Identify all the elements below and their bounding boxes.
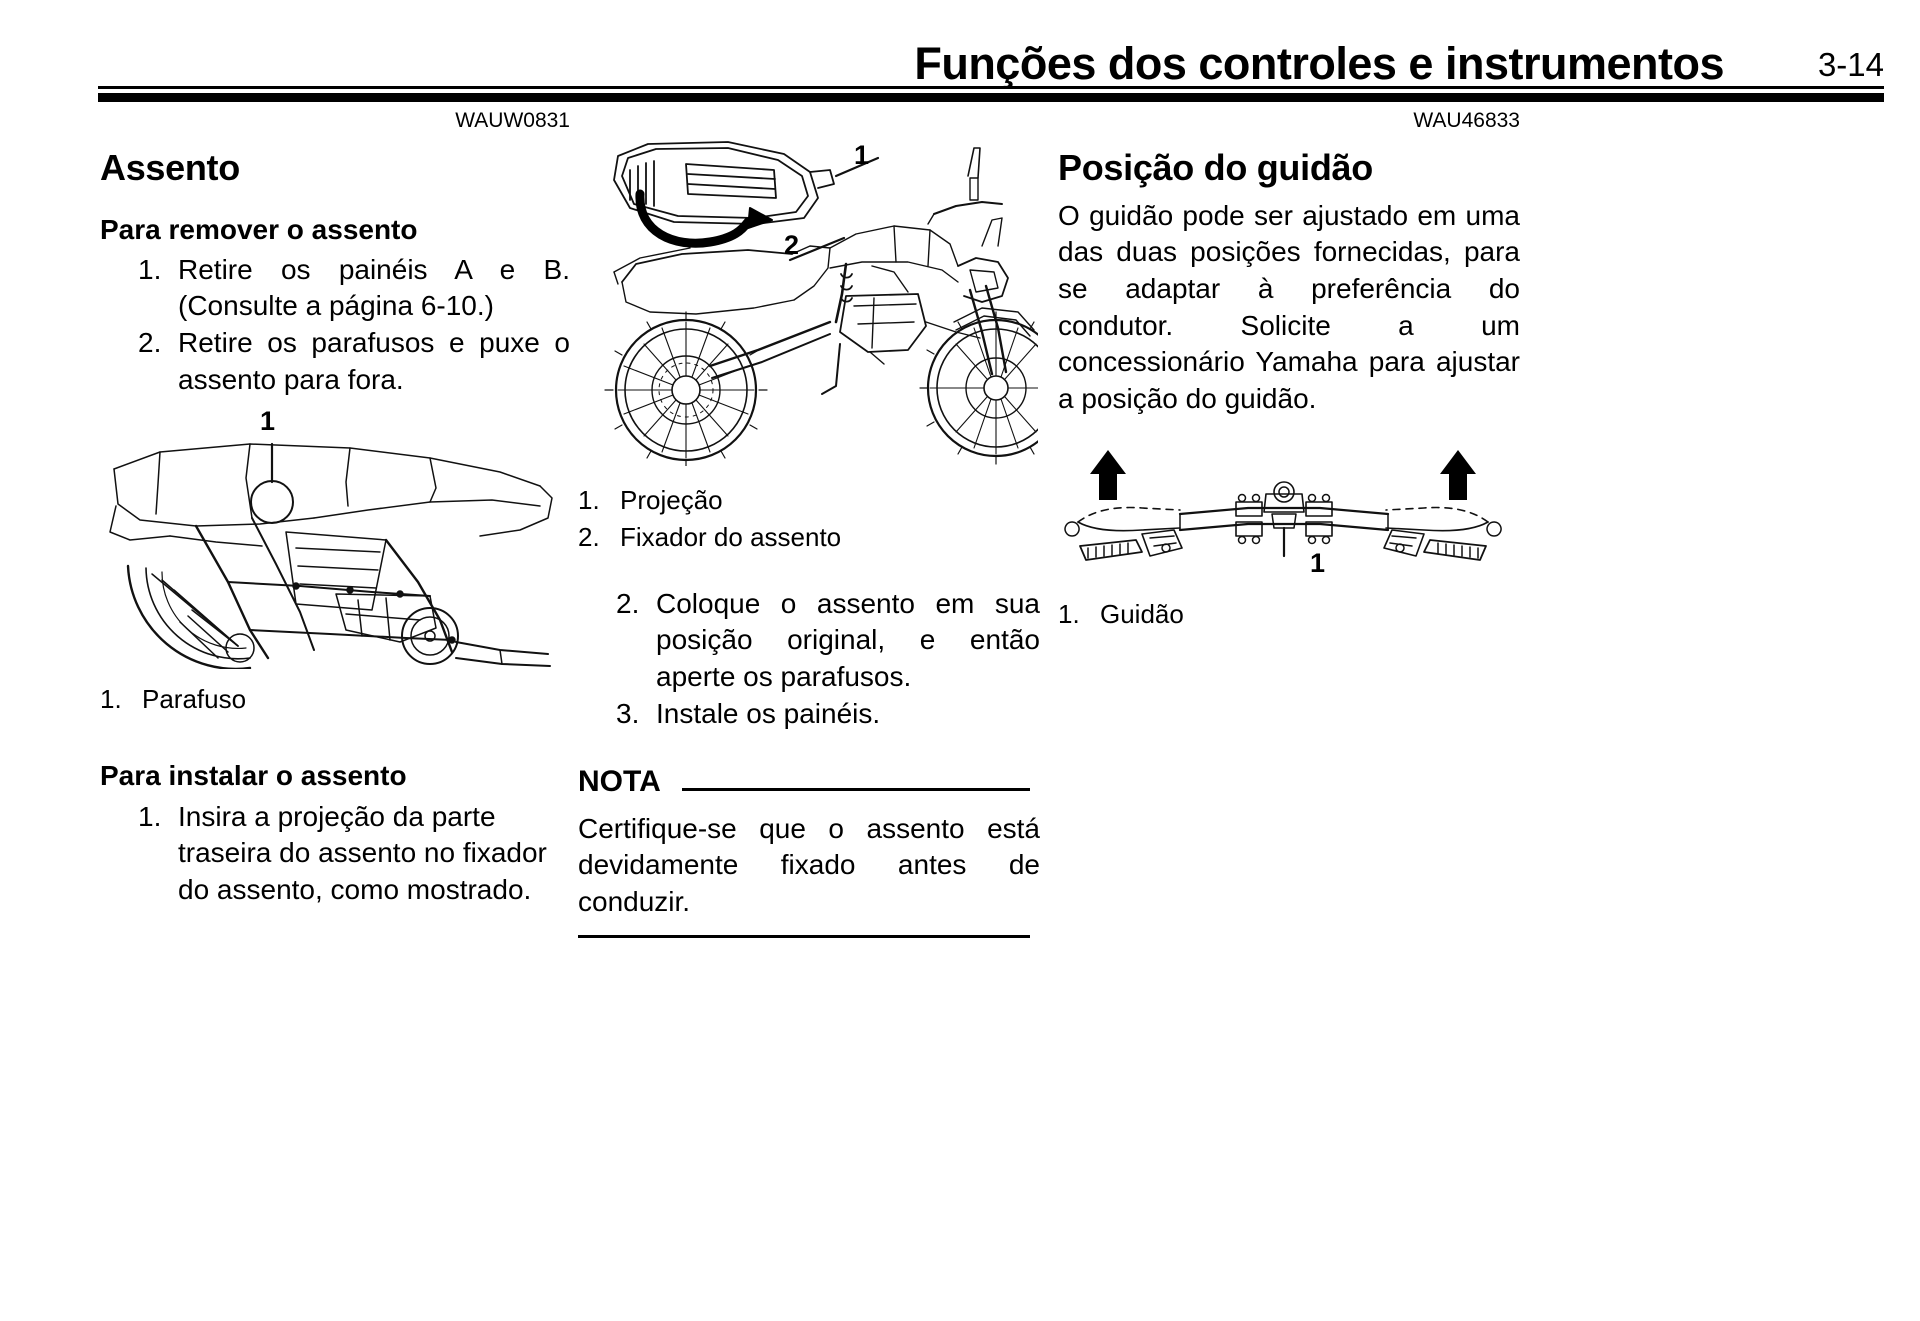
legend-label: Parafuso [142, 684, 247, 715]
right-column: WAU46833 Posição do guidão O guidão pode… [1058, 110, 1520, 633]
step-text: Retire os painéis A e B. (Consulte a pág… [178, 253, 570, 322]
step-number: 2. [616, 587, 640, 619]
note-footer-rule [578, 934, 1030, 938]
arrow-up-right-icon [1440, 449, 1476, 500]
page-number: 3-14 [1817, 46, 1884, 83]
legend-label: Fixador do assento [620, 521, 842, 552]
note-text: Certifique-se que o assento está devidam… [578, 812, 1040, 917]
figure-handlebar: 1 [1058, 448, 1520, 588]
motorcycle-side-view-illustration [604, 141, 1038, 466]
list-item: 1. Insira a projeção da parte traseira d… [100, 799, 570, 909]
list-item: 1. Projeção [578, 482, 1040, 519]
note-header-rule [682, 787, 1030, 791]
callout-number-1: 1 [260, 406, 276, 437]
list-item: 1. Parafuso [100, 681, 570, 718]
install-seat-steps: 1. Insira a projeção da parte traseira d… [100, 799, 570, 909]
step-number: 3. [616, 697, 640, 729]
legend-label: Projeção [620, 485, 723, 515]
callout-number-1: 1 [854, 140, 870, 170]
step-number: 2. [138, 327, 162, 359]
legend-label: Guidão [1100, 598, 1184, 629]
step-text: Insira a projeção da parte traseira do a… [178, 800, 547, 905]
list-item: 2. Retire os parafusos e puxe o assento … [100, 325, 570, 398]
handlebar-illustration [1064, 449, 1502, 561]
remove-seat-steps: 1. Retire os painéis A e B. (Consulte a … [100, 252, 570, 399]
subsection-remove-seat: Para remover o assento [100, 213, 418, 245]
figure-legend-right: 1. Guidão [1058, 596, 1520, 633]
page-title: Funções dos controles e instrumentos [914, 38, 1724, 89]
section-title-handlebar: Posição do guidão [1058, 147, 1373, 188]
legend-number: 1. [1058, 598, 1080, 629]
subsection-install-seat: Para instalar o assento [100, 760, 407, 792]
install-seat-steps-continued: 2. Coloque o assento em sua posição orig… [578, 586, 1040, 733]
left-column: WAUW0831 Assento Para remover o assento … [100, 110, 570, 909]
callout-number-1: 1 [1310, 547, 1326, 578]
motorcycle-frame-illustration [109, 443, 553, 670]
note-label: NOTA [578, 764, 661, 798]
middle-code-spacer [578, 110, 1040, 134]
list-item: 1. Guidão [1058, 596, 1520, 633]
callout-number-2: 2 [784, 230, 800, 260]
right-reference-code: WAU46833 [1413, 109, 1520, 132]
header-rule-thick [98, 93, 1884, 102]
figure-seat-install: 1 2 [578, 136, 1040, 466]
middle-column: 1 2 1. Projeção 2. Fixador do assento 2.… [578, 110, 1040, 938]
legend-number: 1. [100, 684, 122, 715]
arrow-up-left-icon [1090, 449, 1126, 500]
legend-number: 1. [578, 485, 600, 515]
list-item: 2. Coloque o assento em sua posição orig… [578, 586, 1040, 696]
list-item: 3. Instale os painéis. [578, 696, 1040, 733]
note-block: NOTA Certifique-se que o assento está de… [578, 764, 1040, 938]
note-header: NOTA [578, 764, 1040, 805]
list-item: 2. Fixador do assento [578, 519, 1040, 556]
step-text: Coloque o assento em sua posição origina… [656, 587, 1040, 693]
step-text: Instale os painéis. [656, 697, 881, 729]
figure-legend-left: 1. Parafuso [100, 681, 570, 718]
step-text: Retire os parafusos e puxe o assento par… [178, 327, 570, 395]
section-title-assento: Assento [100, 147, 240, 188]
figure-seat-bolt: 1 [100, 406, 570, 670]
step-number: 1. [138, 800, 162, 832]
list-item: 1. Retire os painéis A e B. (Consulte a … [100, 252, 570, 325]
page-header: Funções dos controles e instrumentos 3-1… [0, 0, 1920, 104]
left-reference-code: WAUW0831 [455, 109, 570, 132]
header-rule-thin [98, 86, 1884, 89]
step-number: 1. [138, 253, 162, 285]
figure-legend-middle: 1. Projeção 2. Fixador do assento [578, 482, 1040, 556]
legend-number: 2. [578, 521, 600, 552]
handlebar-body-text: O guidão pode ser ajustado em uma das du… [1058, 199, 1520, 414]
